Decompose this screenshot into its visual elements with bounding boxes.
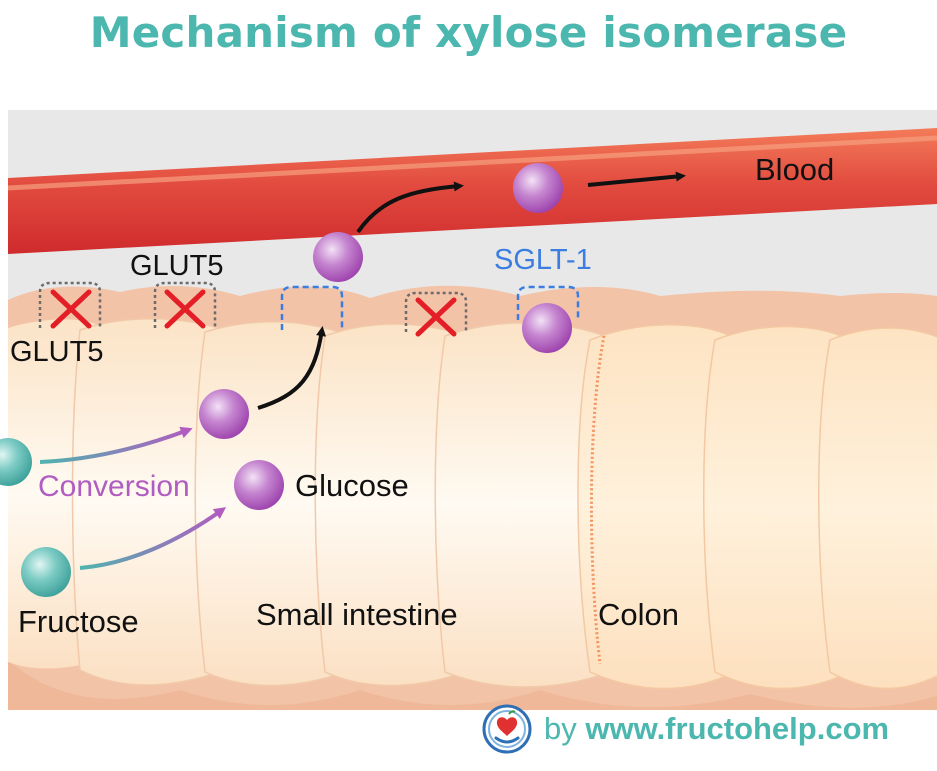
credit: by www.fructohelp.com bbox=[482, 704, 889, 754]
glucose-molecule bbox=[313, 232, 363, 282]
fructose-label: Fructose bbox=[18, 604, 139, 639]
blood-vessel bbox=[8, 128, 937, 254]
glucose-molecule bbox=[199, 389, 249, 439]
credit-site-link[interactable]: www.fructohelp.com bbox=[585, 711, 890, 746]
glucose-molecule bbox=[513, 163, 563, 213]
small-intestine-label: Small intestine bbox=[256, 597, 458, 632]
sglt1-transporter bbox=[516, 285, 580, 320]
arrow-icon bbox=[356, 181, 464, 234]
intestine-wall-bottom bbox=[8, 660, 937, 710]
blood-label: Blood bbox=[755, 152, 835, 187]
arrow-icon bbox=[587, 171, 686, 187]
conversion-arrow bbox=[79, 507, 227, 570]
conversion-arrow bbox=[39, 426, 193, 464]
glucose-molecule bbox=[522, 303, 572, 353]
sglt1-label: SGLT-1 bbox=[494, 244, 592, 276]
glut5-transporter-3 bbox=[404, 291, 468, 337]
glucose-label: Glucose bbox=[295, 468, 409, 503]
fructose-molecule bbox=[0, 438, 32, 486]
blocked-x-icon bbox=[415, 297, 457, 337]
glut5-transporter-1 bbox=[38, 281, 102, 329]
glucose-transporter-open bbox=[280, 285, 344, 330]
page-title: Mechanism of xylose isomerase bbox=[89, 8, 848, 57]
glucose-molecule bbox=[234, 460, 284, 510]
fructohelp-logo-icon bbox=[482, 704, 532, 754]
blood-vessel-highlight bbox=[7, 135, 937, 191]
credit-by: by bbox=[544, 711, 577, 746]
glut5-label-top: GLUT5 bbox=[130, 250, 224, 282]
arrow-icon bbox=[257, 326, 327, 410]
blocked-x-icon bbox=[164, 289, 206, 329]
conversion-label: Conversion bbox=[38, 470, 190, 503]
glut5-transporter-2 bbox=[153, 281, 217, 329]
fructose-molecule bbox=[21, 547, 71, 597]
glut5-label-left: GLUT5 bbox=[10, 336, 104, 368]
colon-segment-3 bbox=[818, 327, 937, 690]
colon-label: Colon bbox=[598, 597, 679, 632]
intestine-colon-boundary bbox=[589, 335, 606, 665]
blocked-x-icon bbox=[50, 289, 92, 329]
